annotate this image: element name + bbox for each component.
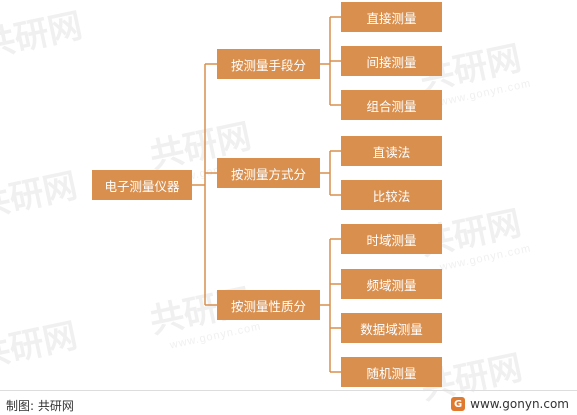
- leaf-node: 频域测量: [341, 269, 442, 299]
- branch-label: 按测量手段分: [230, 57, 306, 73]
- leaf-label: 间接测量: [366, 54, 417, 70]
- leaf-label: 直读法: [372, 144, 411, 160]
- site-url: www.gonyn.com: [470, 397, 569, 411]
- site-credit: G www.gonyn.com: [451, 397, 569, 411]
- leaf-node: 组合测量: [341, 90, 442, 120]
- branch-node-1: 按测量手段分: [217, 49, 320, 79]
- leaf-label: 比较法: [372, 188, 411, 204]
- leaf-node: 比较法: [341, 180, 442, 210]
- branch-label: 按测量方式分: [230, 166, 306, 182]
- leaf-node: 随机测量: [341, 357, 442, 387]
- leaf-label: 数据域测量: [360, 321, 423, 337]
- branch-label: 按测量性质分: [230, 298, 306, 314]
- leaf-node: 间接测量: [341, 46, 442, 76]
- leaf-label: 时域测量: [366, 232, 417, 248]
- leaf-label: 直接测量: [366, 10, 417, 26]
- branch-node-3: 按测量性质分: [217, 290, 320, 320]
- leaf-node: 时域测量: [341, 224, 442, 254]
- branch-node-2: 按测量方式分: [217, 158, 320, 188]
- leaf-node: 直接测量: [341, 2, 442, 32]
- source-credit: 制图: 共研网: [6, 399, 74, 413]
- leaf-node: 数据域测量: [341, 313, 442, 343]
- leaf-node: 直读法: [341, 136, 442, 166]
- leaf-label: 随机测量: [366, 365, 417, 381]
- leaf-label: 频域测量: [366, 277, 417, 293]
- footer-divider: [0, 390, 577, 391]
- logo-icon: G: [451, 397, 466, 411]
- root-label: 电子测量仪器: [104, 178, 180, 194]
- leaf-label: 组合测量: [366, 98, 417, 114]
- root-node: 电子测量仪器: [92, 170, 192, 200]
